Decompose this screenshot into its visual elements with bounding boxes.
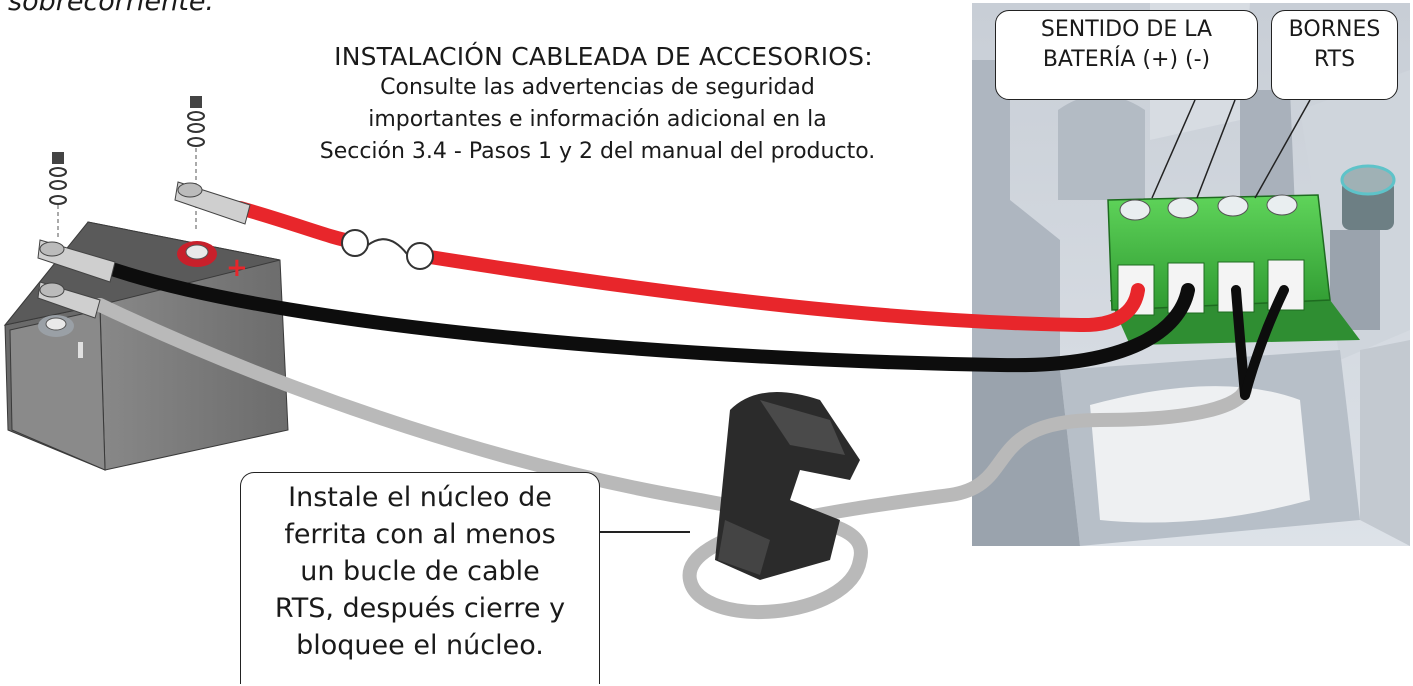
instructions-heading: INSTALACIÓN CABLEADA DE ACCESORIOS: Cons… [240, 42, 955, 168]
ferrite-core [715, 392, 860, 580]
battery-sense-line-1: SENTIDO DE LA [1040, 17, 1213, 42]
terminal-block [1107, 194, 1331, 316]
ferrite-line-2: ferrita con al menos [284, 519, 556, 550]
battery-sense-callout: SENTIDO DE LA BATERÍA (+) (-) [995, 10, 1258, 100]
battery-sense-line-2: BATERÍA (+) (-) [1042, 47, 1211, 72]
negative-sense-cable [108, 263, 1195, 373]
inline-fuse [341, 229, 434, 270]
terminal-hardware [49, 96, 205, 240]
ferrite-line-1: Instale el núcleo de [288, 482, 552, 513]
ferrite-line-4: RTS, después cierre y [274, 593, 566, 624]
heading-line-2: importantes e información adicional en l… [368, 107, 827, 132]
ferrite-line-5: bloquee el núcleo. [296, 630, 544, 661]
rts-terminals-callout: BORNES RTS [1271, 10, 1398, 100]
cut-off-text: sobrecorriente. [8, 0, 215, 17]
heading-line-3: Sección 3.4 - Pasos 1 y 2 del manual del… [319, 139, 876, 164]
mounting-nut [1340, 164, 1396, 230]
positive-symbol: + [226, 253, 248, 283]
rts-cable [93, 298, 1252, 619]
ring-lugs [37, 181, 251, 319]
rts-line-1: BORNES [1288, 17, 1381, 42]
ferrite-callout: Instale el núcleo de ferrita con al meno… [240, 472, 600, 684]
rts-line-2: RTS [1313, 47, 1356, 72]
ferrite-line-3: un bucle de cable [300, 556, 540, 587]
heading-title: INSTALACIÓN CABLEADA DE ACCESORIOS: [334, 42, 873, 71]
heading-line-1: Consulte las advertencias de seguridad [380, 75, 815, 100]
